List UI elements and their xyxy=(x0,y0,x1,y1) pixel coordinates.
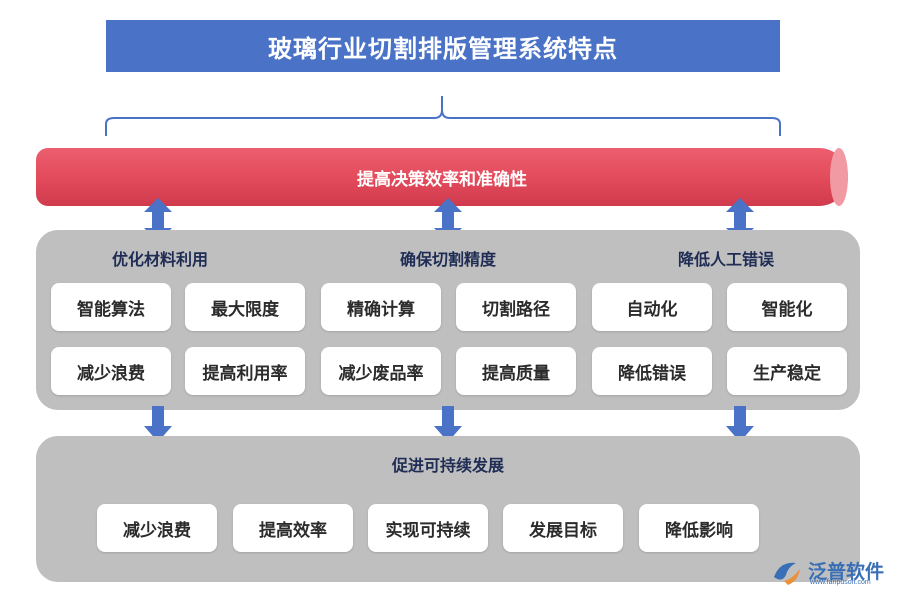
feature-card: 精确计算 xyxy=(321,283,441,331)
sustainability-heading: 促进可持续发展 xyxy=(391,456,504,475)
sustainability-card: 减少浪费 xyxy=(97,504,217,552)
sustainability-card: 发展目标 xyxy=(503,504,623,552)
down-arrow-icon xyxy=(434,406,462,442)
brand-url: www.fanpusoft.com xyxy=(810,579,871,586)
brace-connector xyxy=(105,96,781,136)
features-panel xyxy=(36,230,860,410)
fanpu-logo-icon xyxy=(774,562,800,585)
brand-name: 泛普软件 xyxy=(808,561,885,583)
feature-card: 减少废品率 xyxy=(321,347,441,395)
feature-card: 生产稳定 xyxy=(727,347,847,395)
column-heading-error: 降低人工错误 xyxy=(677,250,774,269)
feature-card: 最大限度 xyxy=(185,283,305,331)
feature-card: 降低错误 xyxy=(592,347,712,395)
column-heading-precision: 确保切割精度 xyxy=(399,250,496,269)
sustainability-card: 实现可持续 xyxy=(368,504,488,552)
brand-logo: 泛普软件 www.fanpusoft.com xyxy=(770,552,894,592)
down-arrow-icon xyxy=(144,406,172,442)
feature-card: 自动化 xyxy=(592,283,712,331)
decision-efficiency-bar: 提高决策效率和准确性 xyxy=(36,148,848,206)
feature-card: 减少浪费 xyxy=(51,347,171,395)
feature-card: 智能化 xyxy=(727,283,847,331)
feature-card: 智能算法 xyxy=(51,283,171,331)
feature-card: 提高利用率 xyxy=(185,347,305,395)
page-title: 玻璃行业切割排版管理系统特点 xyxy=(106,20,780,72)
sustainability-card: 降低影响 xyxy=(639,504,759,552)
tube-end-cap xyxy=(830,148,848,206)
feature-card: 提高质量 xyxy=(456,347,576,395)
feature-card: 切割路径 xyxy=(456,283,576,331)
down-arrow-icon xyxy=(726,406,754,442)
sustainability-card: 提高效率 xyxy=(233,504,353,552)
decision-efficiency-label: 提高决策效率和准确性 xyxy=(357,169,527,190)
column-heading-material: 优化材料利用 xyxy=(111,250,208,269)
